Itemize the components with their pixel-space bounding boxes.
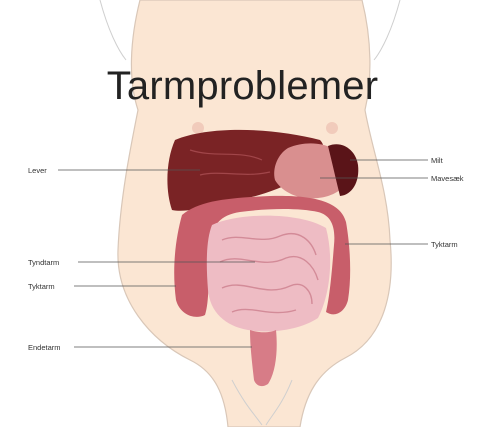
small-intestine-shape <box>207 216 330 332</box>
label-mavesaek: Mavesæk <box>431 174 464 183</box>
label-lever: Lever <box>28 166 47 175</box>
right-shoulder-line <box>374 0 400 60</box>
left-nipple <box>192 122 204 134</box>
label-milt: Milt <box>431 156 443 165</box>
page-title: Tarmproblemer <box>0 64 485 109</box>
label-tyktarm-right: Tyktarm <box>431 240 458 249</box>
label-tyndtarm: Tyndtarm <box>28 258 59 267</box>
label-tyktarm-left: Tyktarm <box>28 282 55 291</box>
left-shoulder-line <box>100 0 126 60</box>
right-nipple <box>326 122 338 134</box>
label-endetarm: Endetarm <box>28 343 61 352</box>
